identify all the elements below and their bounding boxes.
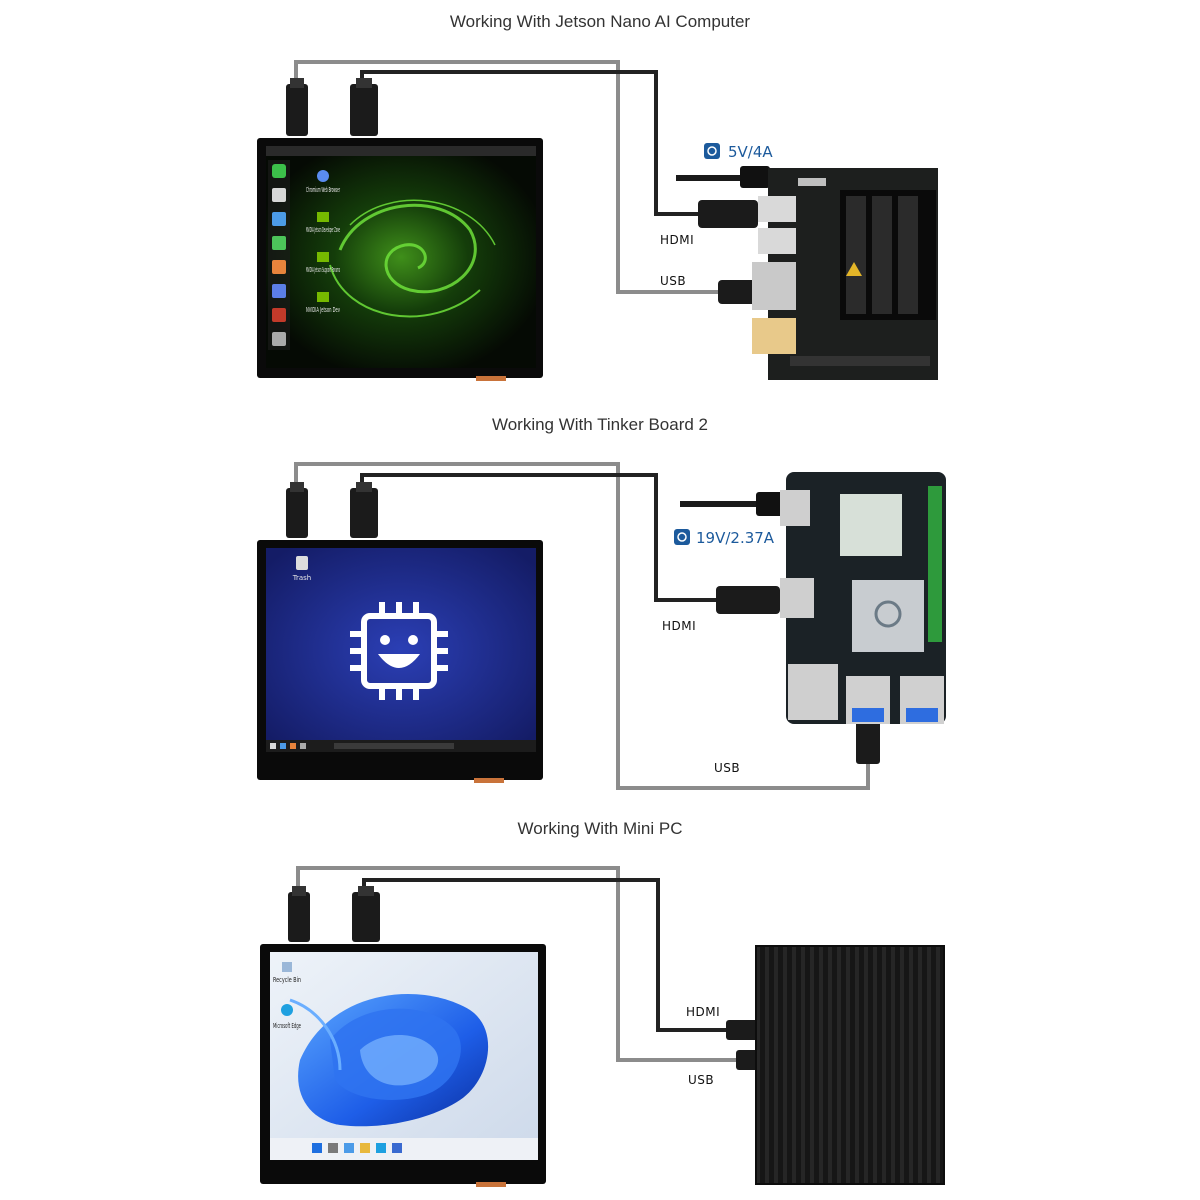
win11-taskbar [270,1138,538,1160]
hdmi-plug-tinker [716,586,780,614]
power-plug-jetson [740,166,770,188]
monitor-jetson: Chromium Web Browser NVIDIA Jetson Devel… [257,138,543,381]
section-tinker: Working With Tinker Board 2 [257,415,946,790]
usb-plug-jetson [718,280,760,304]
jetson-wallpaper [266,146,536,368]
desktop-icon-label: NVIDIA Jetson Support Forums [306,266,340,274]
monitor-minipc: Recycle Bin Microsoft Edge [260,944,546,1187]
power-spec-tinker: 19V/2.37A [696,529,775,547]
desktop-icon-label: Trash [292,574,312,582]
desktop-icon-label: Chromium Web Browser [306,186,340,194]
usb-plug-tinker [856,720,880,764]
hdmi-plug-jetson [698,200,758,228]
recycle-bin-icon [282,962,292,972]
monitor-connector [476,376,506,381]
start-icon [312,1143,322,1153]
hdmi-label-tinker: HDMI [662,619,696,633]
monitor-plugs-minipc [288,886,380,942]
mini-pc [755,945,945,1185]
section-minipc: Working With Mini PC Recycle Bin [260,819,945,1187]
hdmi-cable-jetson [360,70,700,216]
usb-label-tinker: USB [714,761,740,775]
section-title-minipc: Working With Mini PC [518,819,683,838]
windows-bloom-icon [289,994,489,1127]
tinker-board-2 [780,472,946,724]
hdmi-cable-minipc [362,878,730,1032]
section-title-tinker: Working With Tinker Board 2 [492,415,708,434]
power-icon [674,529,690,545]
usb-cable-tinker [294,462,870,790]
power-badge-jetson: 5V/4A [704,143,773,161]
desktop-icon-label: NVIDIA Jetson Developer Zone [306,226,340,234]
trash-icon [296,556,308,570]
hdmi-plug-minipc [726,1020,760,1040]
cables-minipc [296,866,740,1062]
edge-icon [281,1004,293,1016]
usb-label-minipc: USB [688,1073,714,1087]
usb-cable-jetson [294,60,720,294]
desktop-icon-label: NVIDIA Jetson Dev [306,306,340,314]
monitor-plugs-tinker [286,482,378,538]
hdmi-label-jetson: HDMI [660,233,694,247]
debian-chip-mascot-icon [350,602,448,700]
ubuntu-launcher [268,160,290,350]
power-icon [704,143,720,159]
monitor-plugs-jetson [286,78,378,136]
desktop-icon-label: Recycle Bin [273,976,301,984]
jetson-nano-board [752,168,938,380]
nvidia-logo-icon [329,199,496,318]
section-title-jetson: Working With Jetson Nano AI Computer [450,12,750,31]
tinker-wallpaper [266,548,536,752]
monitor-tinker: Trash [257,540,543,783]
power-badge-tinker: 19V/2.37A [674,529,775,547]
hdmi-label-minipc: HDMI [686,1005,720,1019]
desktop-icons-jetson: Chromium Web Browser NVIDIA Jetson Devel… [306,170,340,314]
section-jetson: Working With Jetson Nano AI Computer [257,12,938,381]
power-plug-tinker [756,492,784,516]
usb-cable-minipc [296,866,740,1062]
hdmi-cable-tinker [360,473,720,602]
desktop-icon-label: Microsoft Edge [273,1022,301,1030]
usb-label-jetson: USB [660,274,686,288]
usb-plug-minipc [736,1050,760,1070]
power-spec-jetson: 5V/4A [728,143,773,161]
ubuntu-top-bar [266,146,536,156]
